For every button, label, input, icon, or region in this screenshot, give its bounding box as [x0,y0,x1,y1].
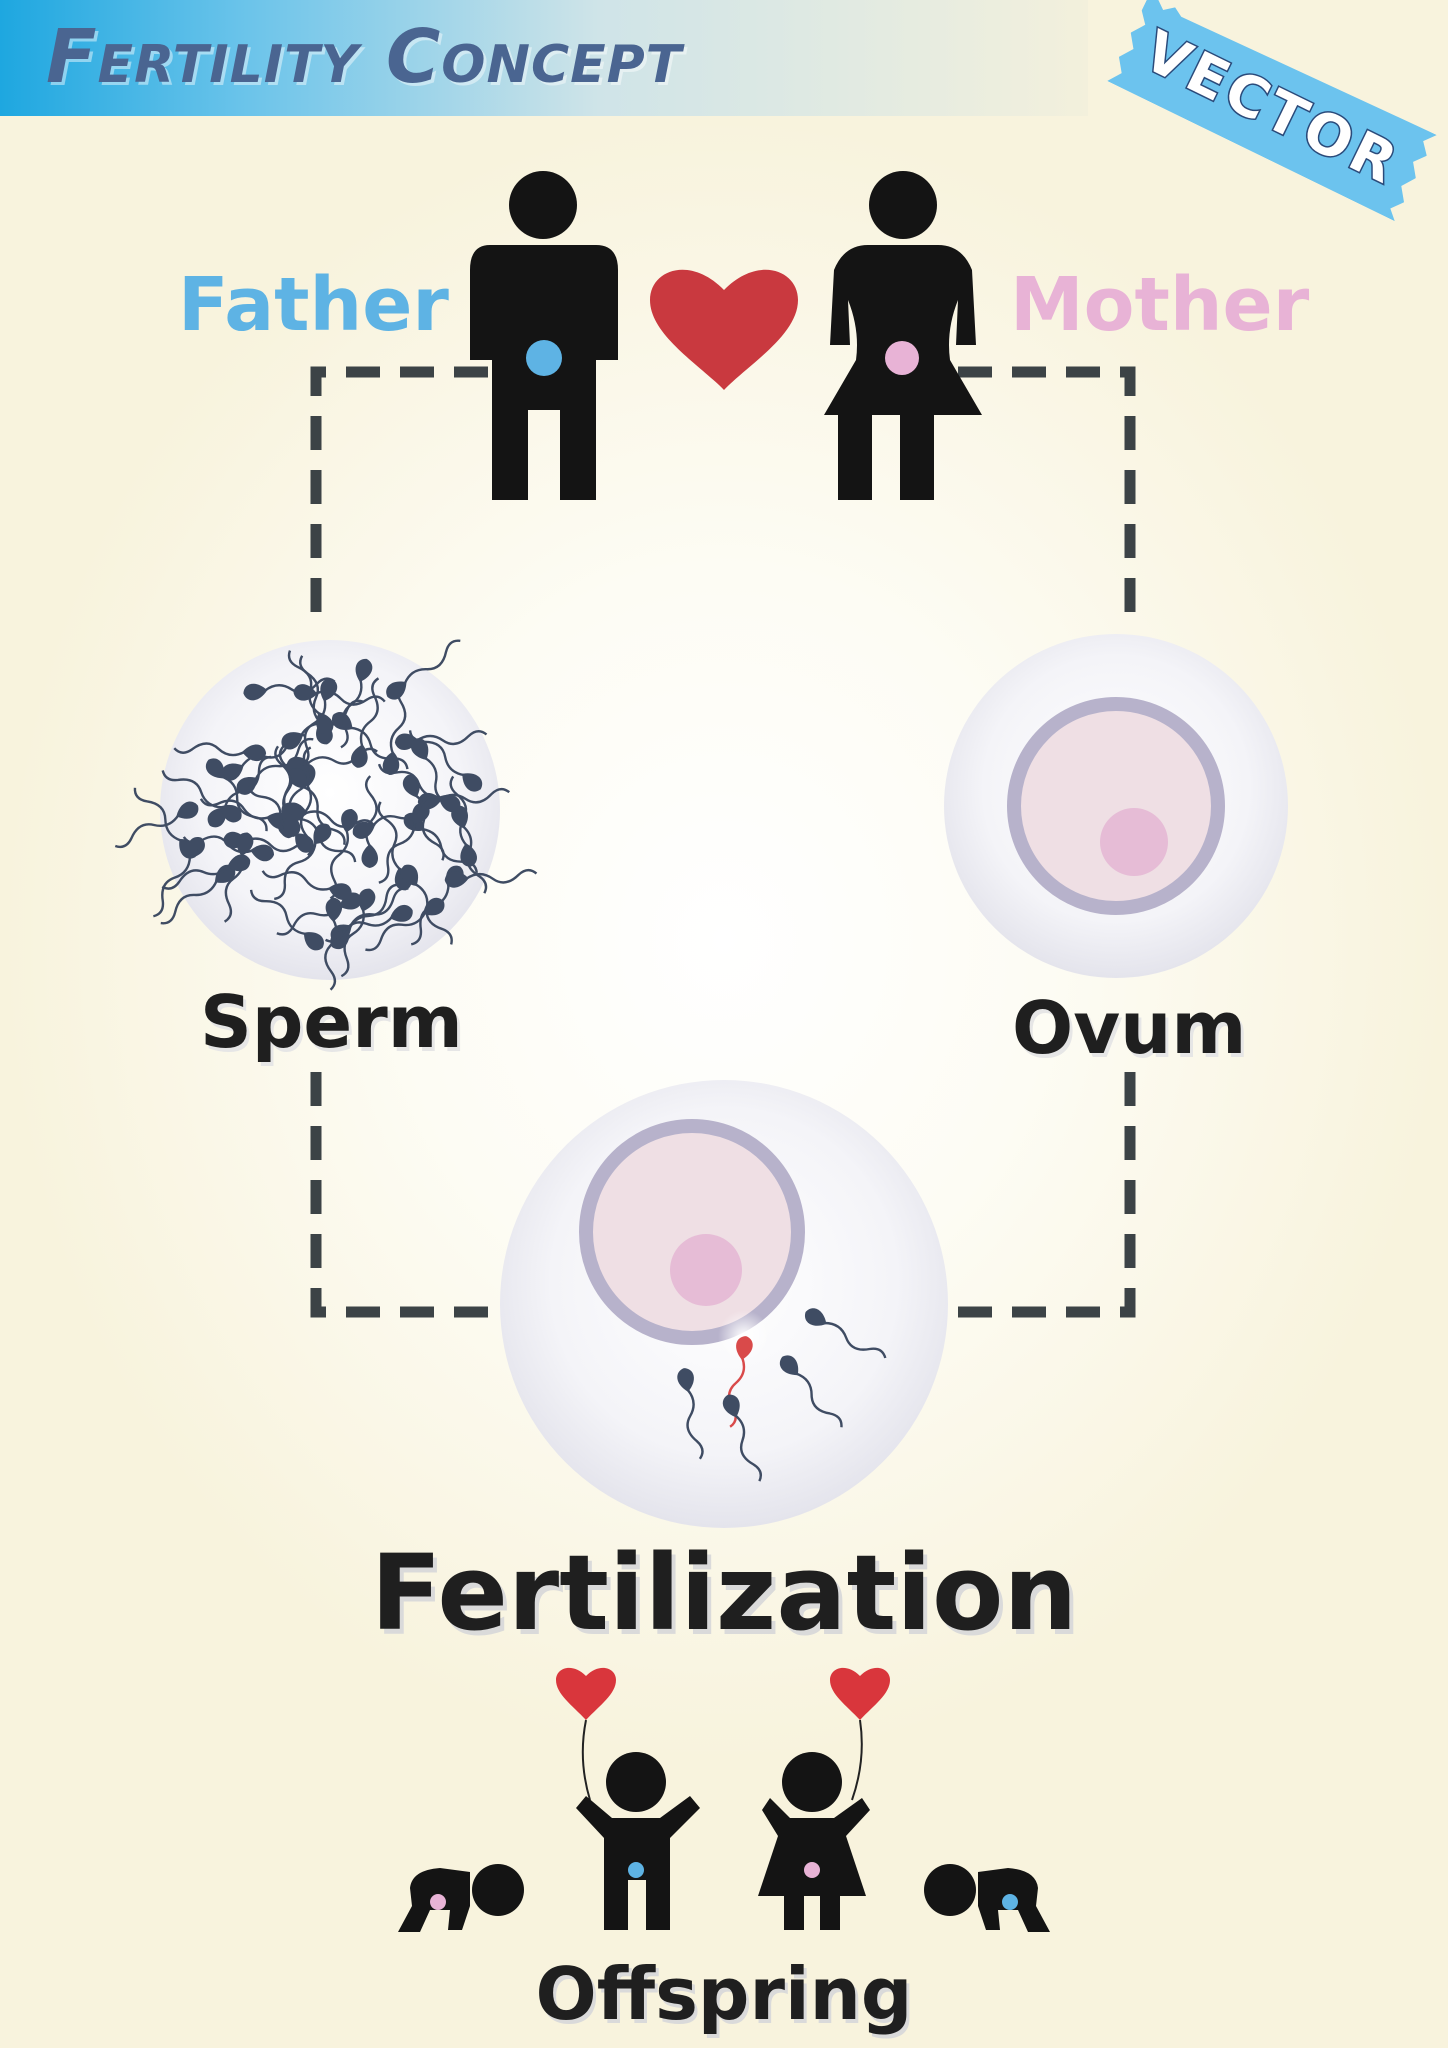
sperm-cell [173,742,267,762]
sperm-cell [408,730,483,792]
mother-belly-dot [885,341,919,375]
label-father: Father [178,262,449,348]
father-belly-dot [526,340,562,376]
dash-father-to-sperm [310,366,488,622]
heart-icon [650,269,798,390]
dash-ovum-to-fertilization [958,1072,1136,1318]
page-title: Fertility Concept [46,14,683,100]
label-ovum: Ovum [1012,986,1247,1070]
sperm-cell [114,801,199,849]
sperm-cell [677,1368,704,1460]
offspring-group [398,1667,1050,1932]
sperm-cell [722,1394,762,1482]
balloon-heart-right-icon [830,1667,890,1801]
girl-with-balloon-icon [758,1752,870,1930]
sperm-cell [386,639,461,700]
sperm-cell [287,650,334,735]
sperm-cell [330,883,400,950]
connector-dashes [310,366,1136,1318]
sperm-cell [133,787,198,859]
sperm-cell [205,758,268,832]
sperm-cell [161,770,242,823]
sperm-cell [410,738,461,821]
sperm-cell [378,802,430,884]
sperm-cell [779,1355,843,1428]
crawling-baby-left-icon [398,1864,524,1932]
title-banner: Fertility Concept [0,0,1088,116]
label-offspring: Offspring [535,1952,913,2036]
sperm-cell [273,823,332,901]
sperm-cell [352,796,439,839]
sperm-cluster-icon [114,639,538,991]
label-sperm: Sperm [200,980,463,1064]
sperm-cell [400,864,453,945]
sperm-cell [300,678,338,767]
sperm-cell [261,870,352,900]
sperm-cell [160,864,236,925]
sperm-cell [161,854,251,890]
sperm-cell [325,904,413,943]
ovum-cell-icon [944,634,1288,978]
sperm-cell [340,658,373,749]
sperm-cell [444,868,538,888]
sperm-field [114,639,538,991]
sperm-cell [351,677,380,768]
sperm-cell [377,763,461,813]
father-silhouette-icon [470,171,618,500]
label-fertilization: Fertilization [370,1532,1078,1654]
sperm-cell [365,897,445,952]
crawling-baby-right-icon [924,1864,1050,1932]
label-mother: Mother [1010,262,1310,348]
sperm-cell [804,1308,887,1359]
mother-silhouette-icon [824,171,982,500]
balloon-heart-left-icon [556,1667,616,1801]
ovum-nucleus [1100,808,1168,876]
sperm-cell [274,745,301,837]
approaching-sperm [677,1308,887,1482]
fertilized-nucleus [670,1234,742,1306]
dash-sperm-to-fertilization [310,1072,490,1318]
boy-with-balloon-icon [576,1752,700,1930]
sperm-cell [288,768,346,845]
fertilized-egg-icon [500,1080,948,1528]
dash-mother-to-ovum [958,366,1136,622]
